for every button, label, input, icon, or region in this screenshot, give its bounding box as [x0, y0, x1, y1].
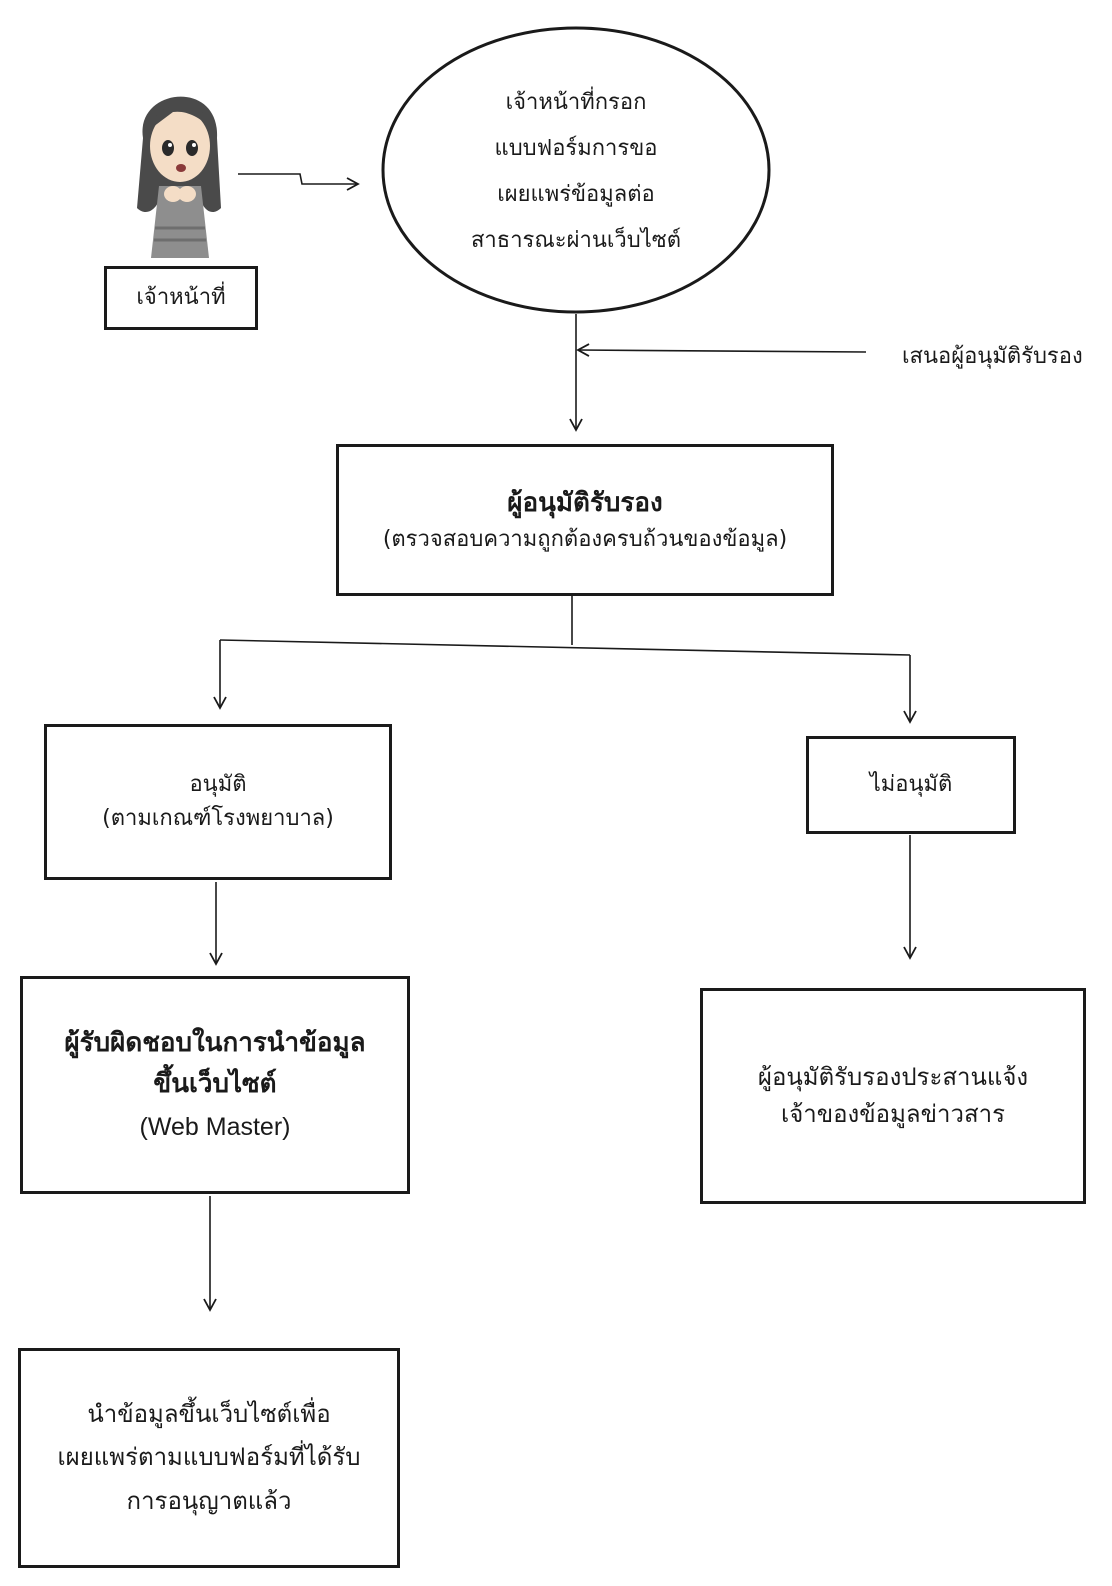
publish-line-3: การอนุญาตแล้ว: [126, 1486, 292, 1515]
submit-note: เสนอผู้อนุมัติรับรอง: [902, 344, 1083, 369]
staff-label: เจ้าหน้าที่: [136, 284, 226, 310]
publish-box: นำข้อมูลขึ้นเว็บไซต์เพื่อ เผยแพร่ตามแบบฟ…: [18, 1348, 400, 1568]
approver-subtitle: (ตรวจสอบความถูกต้องครบถ้วนของข้อมูล): [382, 527, 788, 553]
approve-box: อนุมัติ (ตามเกณฑ์โรงพยาบาล): [44, 724, 392, 880]
fill-form-line-2: แบบฟอร์มการขอ: [494, 135, 658, 161]
cartoon-woman-icon: [137, 96, 221, 258]
notify-owner-box: ผู้อนุมัติรับรองประสานแจ้ง เจ้าของข้อมูล…: [700, 988, 1086, 1204]
webmaster-box: ผู้รับผิดชอบในการนำข้อมูล ขึ้นเว็บไซต์ (…: [20, 976, 410, 1194]
notify-owner-line-2: เจ้าของข้อมูลข่าวสาร: [780, 1100, 1005, 1128]
publish-line-2: เผยแพร่ตามแบบฟอร์มที่ได้รับ: [57, 1443, 361, 1472]
staff-label-box: เจ้าหน้าที่: [104, 266, 258, 330]
fill-form-line-4: สาธารณะผ่านเว็บไซต์: [470, 228, 681, 254]
submit-note-arrow: [576, 343, 867, 357]
approve-subtitle: (ตามเกณฑ์โรงพยาบาล): [102, 806, 334, 831]
fill-form-line-1: เจ้าหน้าที่กรอก: [505, 89, 647, 115]
webmaster-line-1: ผู้รับผิดชอบในการนำข้อมูล: [64, 1028, 366, 1059]
approver-box: ผู้อนุมัติรับรอง (ตรวจสอบความถูกต้องครบถ…: [336, 444, 834, 596]
staff-to-form-arrow: [238, 173, 360, 191]
reject-title: ไม่อนุมัติ: [869, 771, 953, 797]
approve-title: อนุมัติ: [189, 771, 247, 797]
fill-form-ellipse: [381, 26, 771, 314]
reject-box: ไม่อนุมัติ: [806, 736, 1016, 834]
fill-form-text: เจ้าหน้าที่กรอก แบบฟอร์มการขอ เผยแพร่ข้อ…: [410, 72, 742, 272]
split-horizontal-line: [219, 639, 911, 656]
publish-line-1: นำข้อมูลขึ้นเว็บไซต์เพื่อ: [87, 1400, 331, 1429]
notify-owner-line-1: ผู้อนุมัติรับรองประสานแจ้ง: [757, 1062, 1029, 1091]
approver-title: ผู้อนุมัติรับรอง: [507, 487, 663, 518]
fill-form-line-3: เผยแพร่ข้อมูลต่อ: [497, 182, 655, 207]
webmaster-note: (Web Master): [139, 1112, 291, 1141]
webmaster-line-2: ขึ้นเว็บไซต์: [153, 1068, 277, 1099]
